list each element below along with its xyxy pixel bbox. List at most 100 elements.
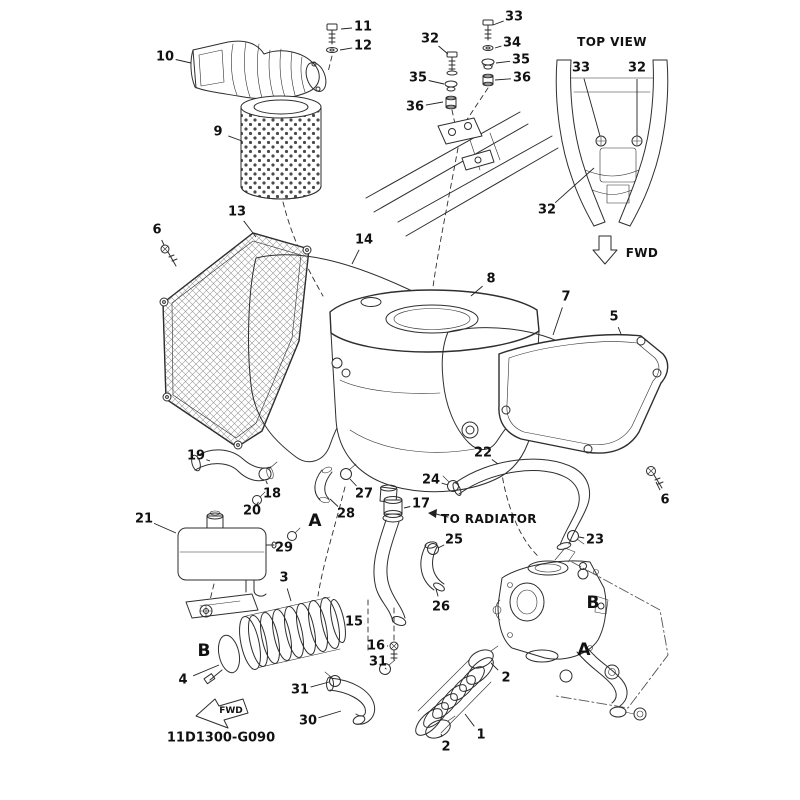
leader-line [464,713,475,727]
part-36-collar-right [482,73,494,87]
leader-line [437,544,445,549]
part-number-label: 14 [355,233,373,248]
part-1-intake-joint [415,657,494,736]
part-22-radiator-hose [452,458,590,550]
part-number-label: 21 [135,512,153,527]
part-13-case-cover [159,232,312,450]
diagram-text: 11D1300-G090 [167,731,275,746]
leader-line [349,478,357,487]
part-number-label: 32 [538,203,556,218]
part-number-label: 5 [609,310,618,325]
leader-line [491,459,499,465]
leader-line [286,588,292,602]
diagram-text: A [577,640,591,660]
leader-line [161,239,165,246]
frame-tubes [365,111,559,237]
part-number-label: 34 [503,36,521,51]
part-number-label: 35 [512,53,530,68]
leader-line [441,482,449,486]
part-number-label: 29 [275,541,293,556]
part-number-label: 36 [513,71,531,86]
part-2-clamp-upper [468,645,499,669]
diagram-text: B [587,593,600,613]
part-number-label: 11 [354,20,372,35]
part-number-label: 4 [178,673,187,688]
part-number-label: 16 [367,639,385,654]
leader-line [340,27,353,30]
part-12-washer [326,47,338,53]
leader-line [228,135,243,142]
leader-line [318,710,342,719]
part-33-bolt [482,19,494,41]
part-32-bolt [446,51,458,76]
part-number-label: 18 [263,487,281,502]
part-number-label: 20 [243,504,261,519]
part-4-clamp [203,634,241,685]
leader-line [552,307,563,336]
part-35-grommet-left [444,80,458,92]
part-number-label: 12 [354,39,372,54]
part-31-clamp-b [324,671,341,687]
part-number-label: 30 [299,714,317,729]
leader-line [490,662,499,671]
leader-line [403,506,411,509]
part-number-label: 9 [213,125,222,140]
leader-line [470,285,483,297]
leader-line [384,667,387,670]
part-18-clamp [258,461,278,481]
part-28-hose [314,466,333,504]
to-radiator-arrow [428,509,449,518]
part-number-label: 27 [355,487,373,502]
part-number-label: 17 [412,497,430,512]
part-5-side-cover [498,334,669,454]
leader-line [438,45,449,55]
part-34-washer [482,45,494,51]
diagram-text: TOP VIEW [577,35,647,49]
leader-line [329,498,339,507]
part-number-label: 36 [406,100,424,115]
part-29-clip [287,527,301,541]
part-number-label: 25 [445,533,463,548]
leader-line [617,327,622,335]
part-21-reservoir-tank [177,510,277,619]
leader-line [243,220,257,238]
part-number-label: 1 [476,728,485,743]
part-number-label: 35 [409,71,427,86]
part-16-bolt [389,641,399,661]
part-number-label: 7 [561,290,570,305]
leader-line [435,588,439,597]
part-2-clamp-lower [425,715,456,739]
sub-assembly-hoses [555,561,669,721]
part-3-intake-boot [239,596,346,670]
part-number-label: 23 [586,533,604,548]
part-number-label: 13 [228,205,246,220]
part-number-label: 2 [501,671,510,686]
part-26-hose [420,541,445,592]
part-number-label: 26 [432,600,450,615]
fwd-arrow-bottom [195,698,249,729]
diagram-text: B [198,641,211,661]
diagram-text: FWD [219,706,243,716]
leader-line [554,167,595,204]
part-30-hose [326,676,376,725]
leader-line [339,47,353,51]
part-number-label: 3 [279,571,288,586]
leader-line [655,481,661,491]
part-14-seal [248,254,431,463]
leader-line [256,501,259,505]
part-number-label: 32 [628,61,646,76]
part-number-label: 10 [156,50,174,65]
part-27-clamp [340,463,357,480]
part-6-screw-left [160,244,178,267]
part-17-joint-hose [373,496,407,626]
part-25-clamp [427,543,439,555]
part-number-label: 33 [505,10,523,25]
part-8-air-cleaner-case [329,289,540,504]
part-number-label: 19 [187,449,205,464]
leader-line [492,20,504,26]
part-number-label: 22 [474,446,492,461]
fwd-arrow-top [592,235,618,265]
diagram-text: A [308,511,322,531]
part-number-label: 32 [421,32,439,47]
